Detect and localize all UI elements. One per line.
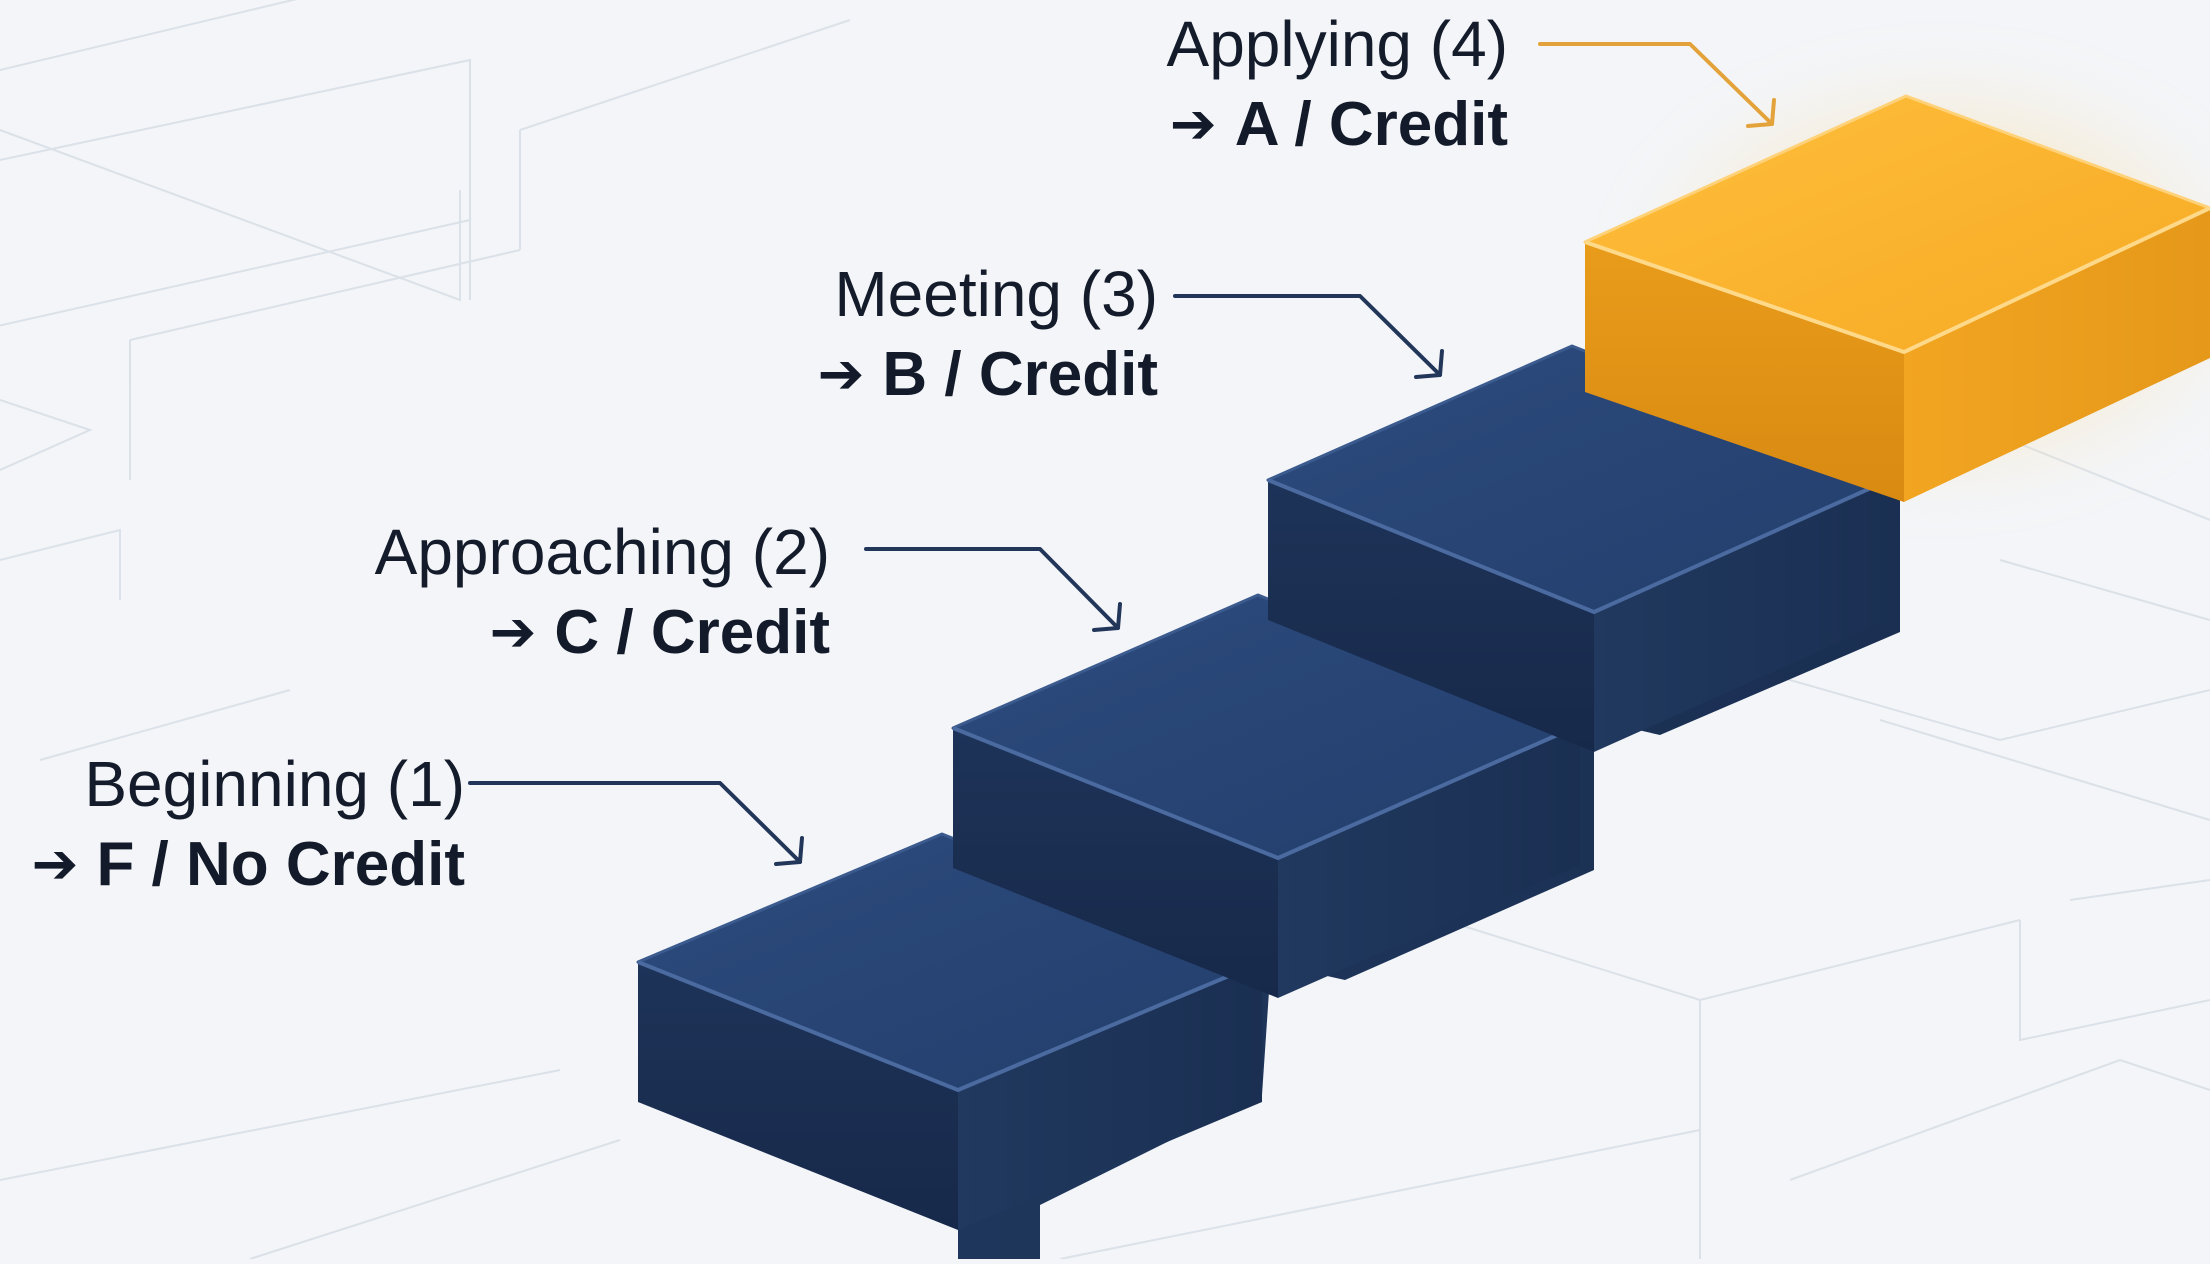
step-approaching [951, 593, 1582, 998]
leader-line-4 [1538, 42, 1776, 128]
leader-path [864, 547, 1120, 630]
leader-arrowhead [1746, 98, 1776, 128]
leader-line-2 [864, 547, 1122, 632]
step-side-face [1278, 725, 1580, 998]
leader-path [1538, 42, 1774, 126]
right-arrow-icon: ➔ [489, 600, 537, 663]
level-label-beginning: Beginning (1) ➔F / No Credit [32, 752, 465, 896]
right-arrow-icon: ➔ [817, 342, 865, 405]
grade-line: ➔F / No Credit [32, 834, 465, 896]
step-meeting [1266, 344, 1902, 752]
leader-line-3 [1173, 294, 1444, 379]
level-label-approaching: Approaching (2) ➔C / Credit [375, 520, 830, 664]
level-name: Approaching (2) [374, 516, 830, 588]
grade-line: ➔B / Credit [817, 344, 1158, 406]
leader-arrowhead [1414, 349, 1444, 379]
grade-value: A / Credit [1234, 90, 1508, 159]
step-edge-highlight [1267, 473, 1901, 614]
leader-arrowhead [1092, 602, 1122, 632]
grade-value: F / No Credit [96, 830, 465, 899]
leader-path [468, 781, 802, 864]
step-edge-highlight [952, 723, 1581, 860]
grade-value: B / Credit [882, 340, 1158, 409]
step-front-face [1268, 480, 1594, 752]
staircase-steps [636, 94, 2210, 1259]
leader-lines [468, 42, 1776, 866]
step-applying [1583, 94, 2210, 502]
step-edge-highlight [637, 960, 1263, 1092]
step-edge-highlight [1584, 206, 2210, 354]
step-front-face [953, 728, 1278, 998]
right-arrow-icon: ➔ [1169, 92, 1217, 155]
step-front-face [638, 962, 958, 1230]
grade-value: C / Credit [554, 598, 830, 667]
leader-arrowhead [774, 836, 804, 866]
level-name: Meeting (3) [834, 258, 1158, 330]
right-arrow-icon: ➔ [31, 832, 79, 895]
step-front-face [1585, 242, 1904, 502]
leader-path [1173, 294, 1442, 377]
step-side-face [958, 962, 1262, 1230]
level-name: Applying (4) [1166, 8, 1509, 80]
level-label-meeting: Meeting (3) ➔B / Credit [817, 262, 1158, 406]
level-label-applying: Applying (4) ➔A / Credit [1167, 12, 1509, 156]
level-name: Beginning (1) [84, 748, 465, 820]
step-beginning [636, 832, 1264, 1230]
leader-line-1 [468, 781, 804, 866]
grade-line: ➔C / Credit [375, 602, 830, 664]
step-side-face [1594, 475, 1900, 752]
grade-line: ➔ A / Credit [1167, 92, 1508, 156]
step-side-face [1904, 208, 2210, 502]
